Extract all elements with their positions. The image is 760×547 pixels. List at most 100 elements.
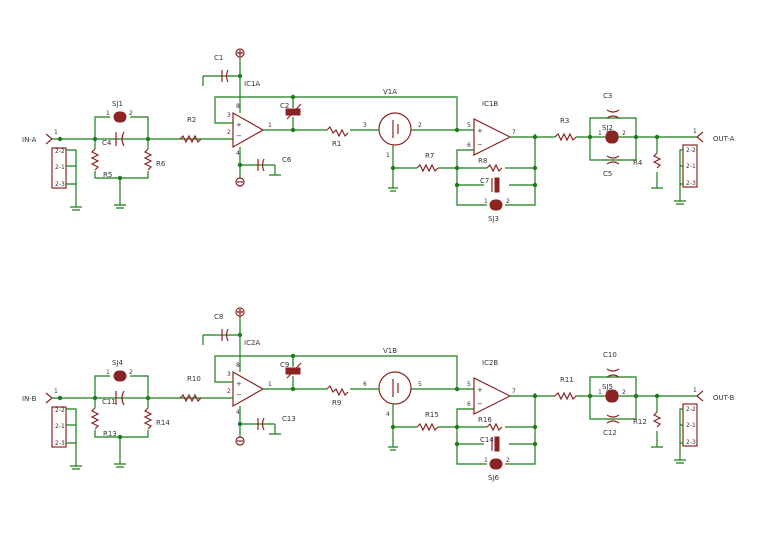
jumper-in-label: SJ1 (112, 100, 123, 108)
r-tube: R1 (326, 125, 349, 148)
opamp-2: + − IC1B 5 6 7 (467, 100, 516, 156)
opamp-2-pin-5: 5 (467, 122, 471, 129)
channel-b: IN-B 1 2-2 2-1 2-3 SJ4 1 2 C11 R13 (22, 307, 735, 482)
opamp-1-plus: + (236, 121, 242, 129)
jumper-out-label: SJ2 (602, 124, 613, 132)
r-series-label: R10 (187, 375, 201, 383)
opamp-2-plus: + (477, 127, 483, 135)
r-load: R12 (633, 411, 662, 428)
jumper-in-pin-1: 1 (106, 110, 110, 117)
junctions (57, 73, 660, 188)
tube-pin-b: 2 (418, 122, 422, 129)
opamp-2-pin-5: 5 (467, 381, 471, 388)
jumper-in-pin-2: 2 (129, 110, 133, 117)
jumper-in-pin-2: 2 (129, 369, 133, 376)
opamp-1-pin-2: 2 (227, 388, 231, 395)
c-opamp-1: C6 (257, 156, 292, 172)
output-pin-2-2: 2-2 (686, 147, 696, 154)
r-out: R3 (554, 117, 577, 142)
supply-minus (235, 436, 245, 446)
c-out-bot: C12 (603, 414, 620, 437)
tube: V1A 3 2 1 (363, 88, 422, 159)
r-tube-label: R1 (332, 140, 341, 148)
r-series: R2 (179, 116, 202, 144)
input-pin-2-2: 2-2 (55, 407, 65, 414)
r-fb: R7 (416, 152, 439, 173)
tube-pin-b: 5 (418, 381, 422, 388)
tube-label: V1B (383, 347, 397, 355)
jumper-out: SJ2 1 2 (598, 124, 626, 144)
opamp-1-pin-1: 1 (268, 381, 272, 388)
output-label: OUT-B (713, 394, 735, 402)
output-pin-2-2: 2-2 (686, 406, 696, 413)
r-out-label: R11 (560, 376, 574, 384)
jumper-fb-label: SJ6 (488, 474, 500, 482)
r-in-a-label: R5 (103, 171, 112, 179)
jumper-out-pin-1: 1 (598, 130, 602, 137)
c-fb: C7 (480, 177, 500, 193)
r-in-a-label: R13 (103, 430, 117, 438)
jumper-fb: SJ3 1 2 (484, 198, 510, 223)
opamp-2-label: IC2B (482, 359, 498, 367)
c-in-label: C4 (102, 139, 112, 147)
output-pin-1: 1 (693, 387, 697, 394)
c-trim: C9 (280, 356, 302, 389)
tube-pin-a: 6 (363, 381, 367, 388)
input-pin-2-3: 2-3 (55, 181, 65, 188)
r-tube-label: R9 (332, 399, 341, 407)
c-in-label: C11 (102, 398, 116, 406)
r-fb-label: R7 (425, 152, 434, 160)
c-trim-label: C9 (280, 361, 289, 369)
c-out-top-label: C10 (603, 351, 617, 359)
supply-minus (235, 177, 245, 187)
output-pin-2-3: 2-3 (686, 180, 696, 187)
c-fb: C14 (480, 436, 500, 452)
r-fb: R15 (416, 411, 439, 432)
opamp-2-label: IC1B (482, 100, 498, 108)
c-fb-label: C14 (480, 436, 494, 444)
c-opamp-1-label: C13 (282, 415, 296, 423)
r-load-label: R12 (633, 418, 647, 426)
c-in: C4 (102, 131, 125, 147)
c-out-bot: C5 (603, 155, 620, 178)
opamp-2-pin-6: 6 (467, 401, 471, 408)
output-pin-2-3: 2-3 (686, 439, 696, 446)
c-trim-label: C2 (280, 102, 289, 110)
r-in-a: R5 (90, 148, 112, 179)
opamp-1-pin-4: 4 (236, 409, 240, 416)
jumper-in-pin-1: 1 (106, 369, 110, 376)
jumper-in: SJ4 1 2 (106, 359, 133, 382)
input-pin-2-2: 2-2 (55, 148, 65, 155)
opamp-2: + − IC2B 5 6 7 (467, 359, 516, 415)
opamp-2-plus: + (477, 386, 483, 394)
input-pin-2-3: 2-3 (55, 440, 65, 447)
opamp-1-minus: − (236, 391, 242, 399)
input-label: IN-B (22, 395, 37, 403)
jumper-in-label: SJ4 (112, 359, 124, 367)
opamp-1-pin-3: 3 (227, 371, 231, 378)
c-supply-label: C1 (214, 54, 223, 62)
c-fb-label: C7 (480, 177, 489, 185)
jumper-out-label: SJ5 (602, 383, 613, 391)
opamp-1-minus: − (236, 132, 242, 140)
r-fb-2-label: R8 (478, 157, 487, 165)
jumper-fb-pin-2: 2 (506, 457, 510, 464)
opamp-1: + − IC1A 3 2 1 8 4 (227, 80, 272, 157)
opamp-2-pin-6: 6 (467, 142, 471, 149)
jumper-fb-pin-1: 1 (484, 457, 488, 464)
c-supply: C1 (214, 54, 229, 83)
r-load-label: R4 (633, 159, 643, 167)
r-series-label: R2 (187, 116, 196, 124)
c-out-bot-label: C5 (603, 170, 612, 178)
channel-a: IN-A 1 2-2 2-1 2-3 SJ1 1 2 C4 R5 R6 (22, 48, 735, 223)
output-pin-2-1: 2-1 (686, 163, 696, 170)
output-label: OUT-A (713, 135, 735, 143)
jumper-fb-pin-1: 1 (484, 198, 488, 205)
r-load: R4 (633, 152, 662, 169)
c-trim: C2 (280, 97, 302, 130)
input-pin-2-1: 2-1 (55, 423, 65, 430)
r-in-b-label: R14 (156, 419, 170, 427)
r-fb-label: R15 (425, 411, 439, 419)
opamp-1-pin-8: 8 (236, 362, 240, 369)
